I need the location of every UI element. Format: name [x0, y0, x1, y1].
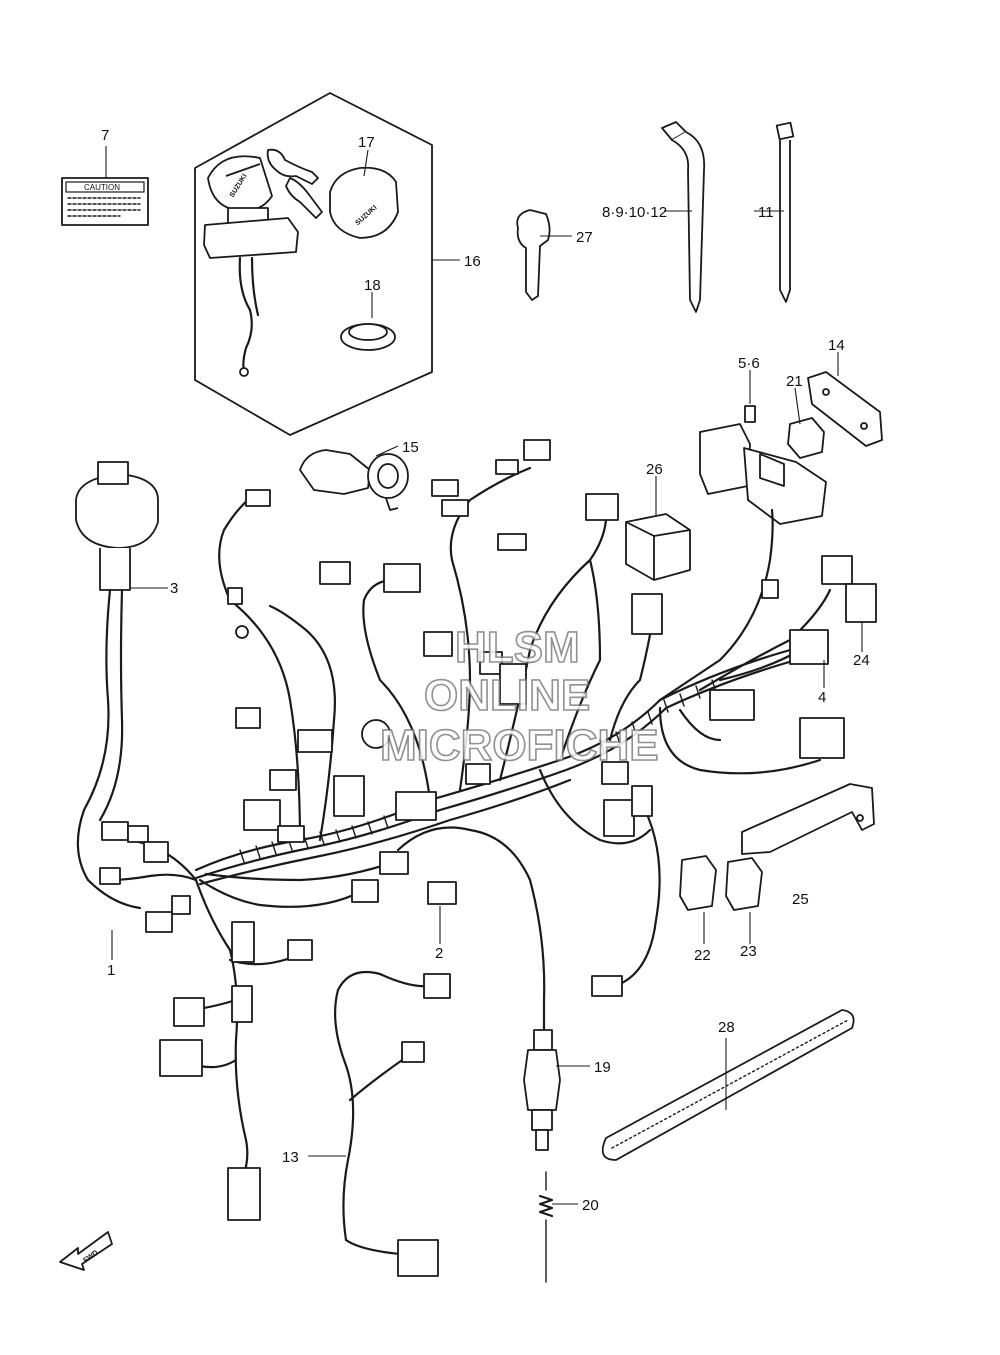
callout-25: 25	[792, 891, 809, 908]
cable-tie-wide	[661, 121, 706, 313]
callout-22: 22	[694, 947, 711, 964]
fuse-box	[699, 423, 827, 525]
harness-3	[75, 461, 159, 910]
key	[516, 209, 551, 301]
cap-22	[679, 855, 717, 911]
callout-numbers: 7 17 16 18 27 8·9·10·12 11 5·6 14 21 15 …	[101, 127, 870, 1214]
relay	[787, 417, 825, 459]
sub-harness-13	[334, 970, 451, 1277]
watermark: HLSM ONLINE MICROFICHE	[379, 622, 659, 771]
callout-16: 16	[464, 253, 481, 270]
watermark-line-2: ONLINE	[424, 671, 590, 720]
cable-tie-narrow	[775, 121, 795, 303]
callout-28: 28	[718, 1019, 735, 1036]
harness-connectors	[99, 439, 877, 1221]
spring	[538, 1171, 554, 1283]
switch-nut	[340, 323, 396, 351]
callout-27: 27	[576, 229, 593, 246]
callout-18: 18	[364, 277, 381, 294]
fuse	[744, 405, 756, 423]
callout-4: 4	[818, 689, 826, 706]
caution-text: CAUTION	[84, 183, 120, 192]
callout-2: 2	[435, 945, 443, 962]
corrugated-tube	[601, 1009, 855, 1161]
cap-23	[725, 857, 763, 911]
callout-14: 14	[828, 337, 845, 354]
callout-20: 20	[582, 1197, 599, 1214]
accessory-socket	[299, 449, 409, 511]
callout-5-6: 5·6	[738, 355, 760, 372]
oxygen-sensor	[396, 826, 561, 1151]
leader-lines	[105, 146, 863, 1205]
callout-3: 3	[170, 580, 178, 597]
callout-7: 7	[101, 127, 109, 144]
callout-1: 1	[107, 962, 115, 979]
ignition-switch: SUZUKI	[203, 148, 323, 377]
callout-24: 24	[853, 652, 870, 669]
watermark-line-3: MICROFICHE	[380, 721, 659, 770]
callout-8-9-10-12: 8·9·10·12	[602, 204, 667, 221]
callout-13: 13	[282, 1149, 299, 1166]
callout-17: 17	[358, 134, 375, 151]
callout-11: 11	[758, 204, 774, 221]
callout-23: 23	[740, 943, 757, 960]
caution-label: CAUTION	[61, 177, 149, 226]
switch-group-frame	[194, 92, 433, 436]
callout-19: 19	[594, 1059, 611, 1076]
callout-21: 21	[786, 373, 803, 390]
harness-sleeve	[239, 679, 717, 863]
callout-26: 26	[646, 461, 663, 478]
forward-arrow-icon: FWD	[59, 1231, 113, 1271]
switch-cap: SUZUKI	[329, 166, 399, 239]
bracket	[741, 783, 875, 855]
control-unit	[625, 513, 691, 581]
relay-bracket	[807, 371, 883, 447]
main-harness	[108, 466, 832, 1182]
callout-15: 15	[402, 439, 419, 456]
watermark-line-1: HLSM	[455, 623, 580, 672]
